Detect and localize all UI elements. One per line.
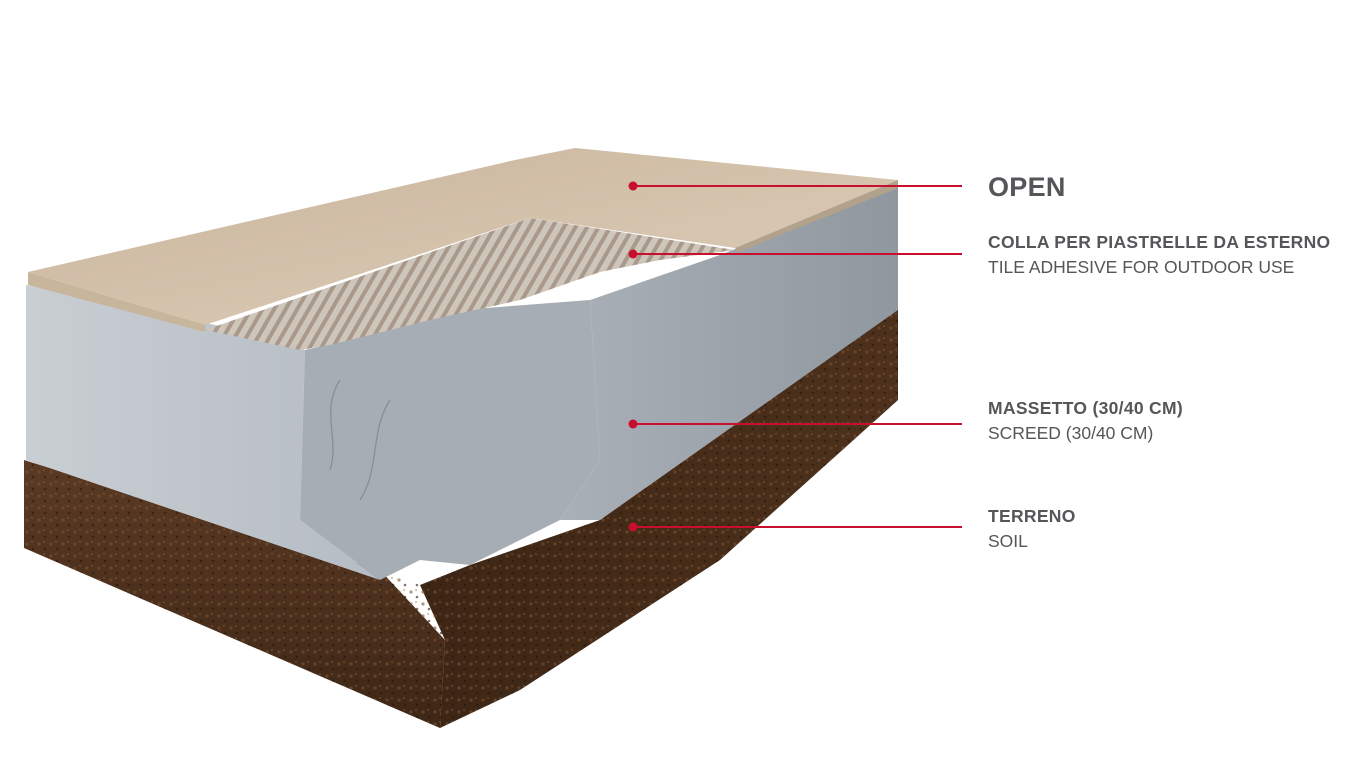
tile-label: OPEN	[988, 172, 1066, 202]
screed-layer	[26, 185, 898, 580]
adhesive-layer	[205, 218, 735, 350]
callout-lines	[628, 181, 962, 532]
adhesive-label-en: TILE ADHESIVE FOR OUTDOOR USE	[988, 257, 1295, 277]
adhesive-label-it: COLLA PER PIASTRELLE DA ESTERNO	[988, 232, 1331, 252]
label-screed: MASSETTO (30/40 CM) SCREED (30/40 CM)	[988, 398, 1183, 444]
label-adhesive: COLLA PER PIASTRELLE DA ESTERNO TILE ADH…	[988, 232, 1330, 278]
screed-label-en: SCREED (30/40 CM)	[988, 423, 1154, 443]
screed-label-it: MASSETTO (30/40 CM)	[988, 398, 1183, 418]
label-tile: OPEN	[988, 172, 1066, 203]
tile-layer	[28, 148, 898, 332]
soil-label-en: SOIL	[988, 531, 1028, 551]
soil-label-it: TERRENO	[988, 506, 1076, 526]
label-soil: TERRENO SOIL	[988, 506, 1076, 552]
soil-layer	[24, 308, 898, 728]
